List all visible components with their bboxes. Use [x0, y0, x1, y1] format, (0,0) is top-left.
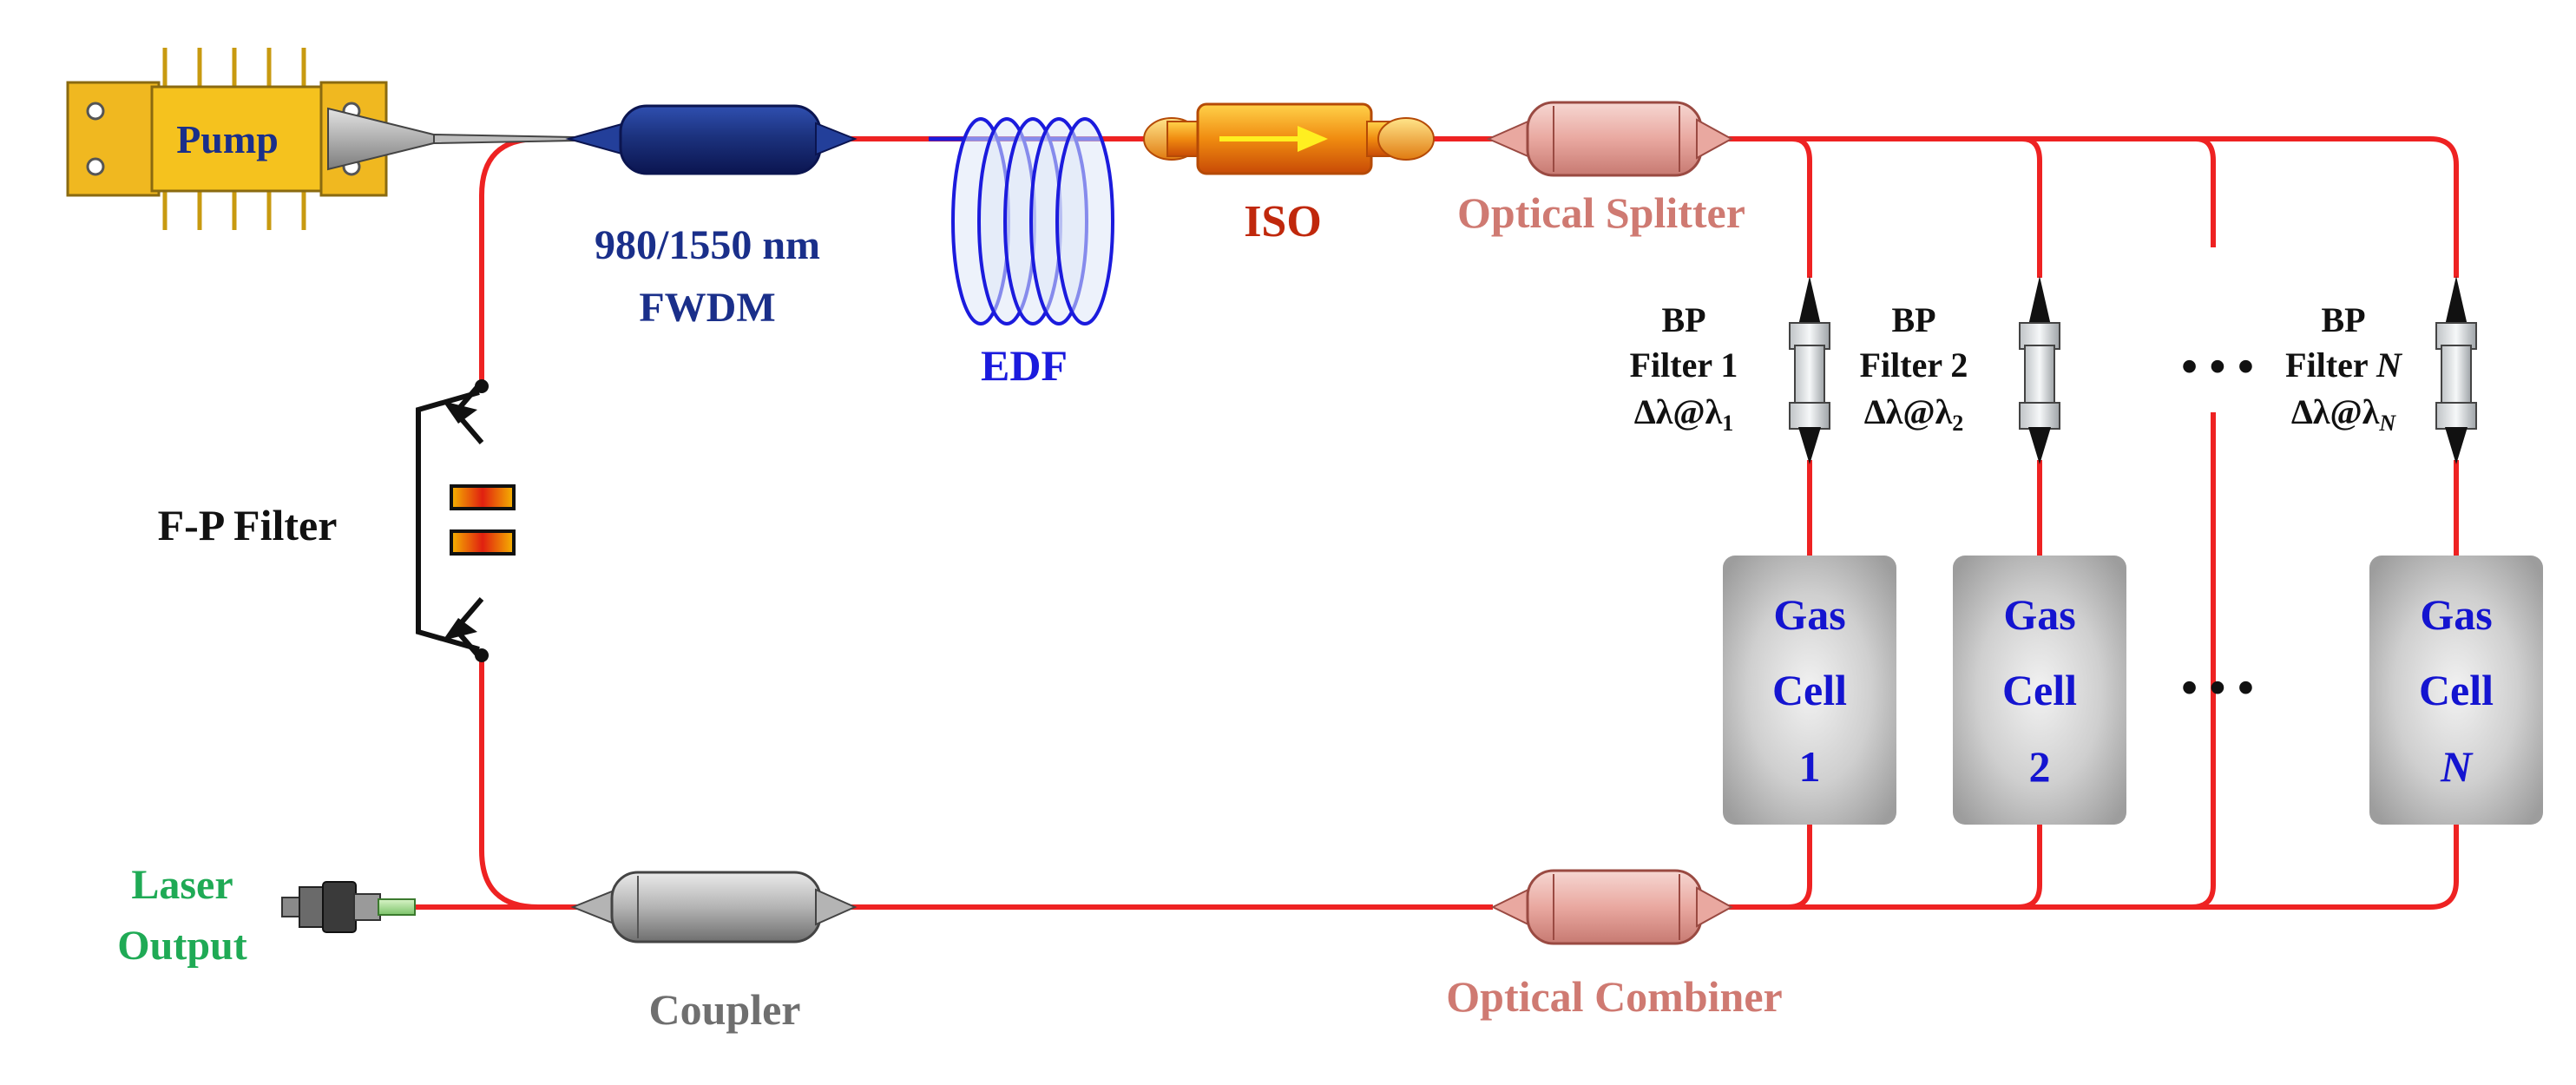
edf-label: EDF — [981, 341, 1068, 390]
filter2-name-label: Filter 2 — [1860, 345, 1968, 385]
filter2-wavelength-label: Δλ@λ2 — [1864, 392, 1964, 436]
filterN-bp-label: BP — [2321, 300, 2365, 339]
ellipsis-filters: • • • — [2181, 340, 2254, 392]
coupler-label: Coupler — [649, 985, 801, 1034]
fwdm-label-line2: FWDM — [639, 285, 775, 331]
filter2-bp-label: BP — [1891, 300, 1935, 339]
fiber-branch3-bottom — [1701, 825, 2216, 910]
fwdm-label-line1: 980/1550 nm — [595, 222, 820, 268]
pump-body — [150, 85, 327, 193]
gas-cell-n-line1: Gas — [2420, 590, 2492, 639]
filterN-wavelength-label: Δλ@λN — [2291, 392, 2397, 436]
fwdm-body — [619, 104, 822, 175]
filter1-bp-label: BP — [1661, 300, 1705, 339]
fp-arrow-top-icon — [443, 401, 477, 424]
coupler-body — [610, 871, 822, 944]
isolator — [1143, 102, 1435, 175]
gas-cell-n-body — [2369, 556, 2543, 825]
gas-cell-1-line1: Gas — [1773, 590, 1845, 639]
optical-combiner — [1490, 869, 1734, 945]
pump-label: Pump — [176, 117, 279, 161]
gas-cell-1-index: 1 — [1799, 742, 1821, 791]
fp-mirror-1 — [450, 484, 516, 510]
filter1-name-label: Filter 1 — [1630, 345, 1738, 385]
fp-filter — [416, 379, 516, 662]
gas-cell-2-line1: Gas — [2003, 590, 2075, 639]
fwdm — [565, 104, 858, 175]
pump-laser: Pump — [66, 48, 574, 230]
filter1-wavelength-label: Δλ@λ1 — [1634, 392, 1734, 436]
gas-cell-2-line2: Cell — [2002, 666, 2077, 714]
splitter-label: Optical Splitter — [1457, 188, 1745, 237]
bp-filter-1 — [1789, 276, 1830, 464]
isolator-arrow-icon — [1298, 126, 1328, 152]
edf-coil — [929, 117, 1114, 326]
laser-output-connector — [281, 881, 416, 933]
optical-splitter — [1486, 101, 1734, 177]
laser-output-label-line1: Laser — [131, 862, 233, 908]
pump-output-tip — [327, 107, 452, 171]
gas-cell-n: Gas Cell N — [2369, 556, 2543, 825]
ellipsis-cells: • • • — [2181, 661, 2254, 713]
fp-arrow-bottom-icon — [443, 618, 477, 641]
iso-label: ISO — [1244, 197, 1322, 247]
gas-cell-1: Gas Cell 1 — [1723, 556, 1896, 825]
coupler — [570, 871, 858, 944]
laser-output-label-line2: Output — [117, 923, 246, 969]
gas-cell-2-body — [1953, 556, 2126, 825]
fiber-cell2-bottom — [1701, 825, 2042, 910]
fiber-left-upper — [479, 136, 573, 382]
gas-cell-n-index: N — [2440, 742, 2474, 791]
bp-filter-2 — [2019, 276, 2060, 464]
fiber-ring — [408, 136, 2459, 910]
gas-cell-n-line2: Cell — [2419, 666, 2494, 714]
fp-filter-label: F-P Filter — [158, 501, 338, 549]
gas-cell-2: Gas Cell 2 — [1953, 556, 2126, 825]
gas-cell-1-line2: Cell — [1772, 666, 1847, 714]
filterN-name-label: Filter N — [2285, 345, 2403, 385]
gas-cell-1-body — [1723, 556, 1896, 825]
gas-cell-2-index: 2 — [2029, 742, 2051, 791]
bp-filter-n — [2435, 276, 2477, 464]
fiber-top-branch3 — [2022, 136, 2216, 247]
combiner-label: Optical Combiner — [1446, 972, 1782, 1021]
pump-flange-left — [66, 81, 161, 197]
fiber-cell1-bottom — [1701, 825, 1812, 910]
fiber-top-to-filterN — [2196, 136, 2459, 278]
fiber-cellN-bottom — [1701, 825, 2459, 910]
fiber-left-lower — [479, 660, 573, 910]
fp-mirror-2 — [450, 529, 516, 556]
